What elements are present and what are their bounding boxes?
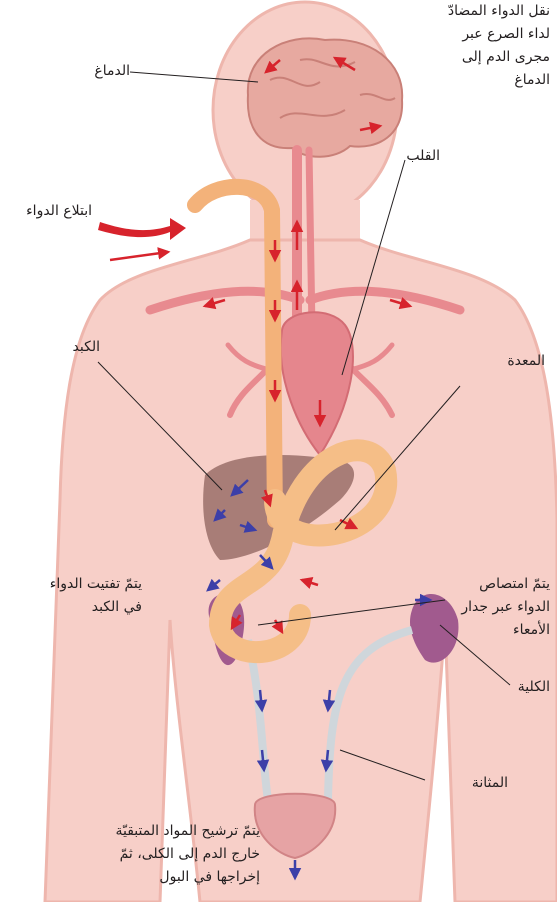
ingestion-label: ابتلاع الدواء — [2, 200, 92, 223]
ingestion-arrow — [98, 218, 186, 240]
heart-label: القلب — [382, 145, 440, 168]
liver-label: الكبد — [40, 336, 100, 359]
stomach-label: المعدة — [445, 350, 545, 373]
excretion-label: يتمّ ترشيح المواد المتبقيّة خارج الدم إل… — [20, 820, 260, 889]
liver-breakdown-label: يتمّ تفتيت الدواء في الكبد — [2, 573, 142, 619]
brain-label: الدماغ — [70, 60, 130, 83]
kidney-label: الكلية — [470, 676, 550, 699]
absorption-label: يتمّ امتصاص الدواء عبر جدار الأمعاء — [410, 573, 550, 642]
bladder-label: المثانة — [428, 772, 508, 795]
transport-note-label: نقل الدواء المضادّ لداء الصرع عبر مجرى ا… — [380, 0, 550, 92]
